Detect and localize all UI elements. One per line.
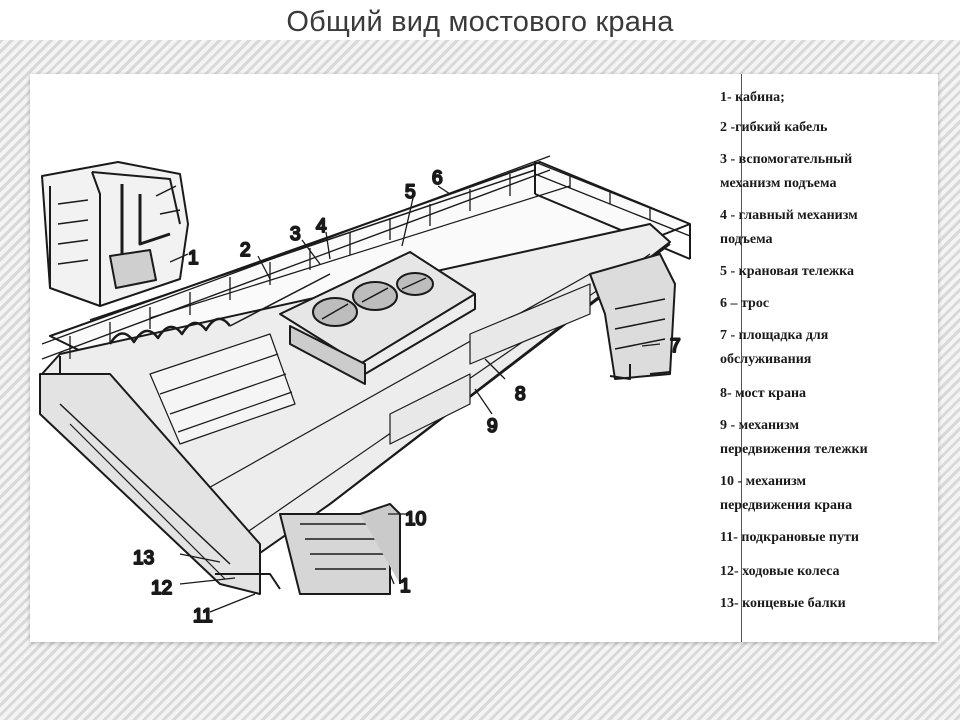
callout-12: 12 bbox=[151, 578, 172, 599]
flexible-cable bbox=[108, 273, 331, 345]
legend-item-4a: 4 - главный механизм bbox=[720, 208, 858, 223]
legend-item-9b: передвижения тележки bbox=[720, 442, 868, 457]
callout-1-top: 1 bbox=[188, 248, 199, 269]
callout-3: 3 bbox=[290, 224, 301, 245]
callout-1-bottom: 1 bbox=[400, 576, 411, 597]
legend-item-11: 11- подкрановые пути bbox=[720, 530, 859, 545]
railings bbox=[41, 155, 691, 360]
legend-item-13: 13- концевые балки bbox=[720, 596, 846, 611]
diagram-panel: 1 2 3 4 5 6 7 8 9 10 13 12 11 1 1- кабин… bbox=[30, 74, 938, 642]
callout-10: 10 bbox=[405, 509, 426, 530]
legend-item-2: 2 -гибкий кабель bbox=[720, 120, 828, 135]
legend-item-3a: 3 - вспомогательный bbox=[720, 152, 853, 167]
legend-item-10b: передвижения крана bbox=[720, 498, 853, 513]
legend-item-6: 6 – трос bbox=[720, 296, 770, 311]
callout-11: 11 bbox=[193, 606, 213, 627]
legend-divider bbox=[741, 74, 742, 642]
callout-leaders bbox=[169, 185, 661, 613]
slide-title: Общий вид мостового крана bbox=[286, 6, 674, 38]
legend-item-4b: подъема bbox=[720, 232, 773, 247]
callout-5: 5 bbox=[405, 182, 416, 203]
legend-item-1: 1- кабина; bbox=[720, 90, 785, 105]
callout-2: 2 bbox=[240, 240, 251, 261]
cabin-inset bbox=[41, 161, 189, 307]
operator-cab bbox=[279, 503, 401, 595]
right-end-carriage bbox=[589, 253, 676, 380]
callout-13: 13 bbox=[133, 548, 154, 569]
left-end-carriage bbox=[39, 373, 281, 595]
legend-item-3b: механизм подъема bbox=[720, 176, 837, 191]
legend-item-10a: 10 - механизм bbox=[720, 474, 807, 489]
legend-item-9a: 9 - механизм bbox=[720, 418, 800, 433]
callout-4: 4 bbox=[316, 216, 327, 237]
legend-item-12: 12- ходовые колеса bbox=[720, 564, 840, 579]
legend-item-5: 5 - крановая тележка bbox=[720, 264, 855, 279]
callout-9: 9 bbox=[487, 416, 498, 437]
legend-item-8: 8- мост крана bbox=[720, 386, 807, 401]
legend-item-7b: обслуживания bbox=[720, 352, 812, 367]
callout-7: 7 bbox=[670, 336, 681, 357]
legend-item-7a: 7 - площадка для bbox=[720, 328, 829, 343]
trolley bbox=[279, 251, 476, 385]
callout-6: 6 bbox=[432, 168, 443, 189]
crane-drawing: 1 2 3 4 5 6 7 8 9 10 13 12 11 1 bbox=[39, 155, 691, 628]
bridge-walkways bbox=[149, 283, 591, 445]
callout-8: 8 bbox=[515, 384, 526, 405]
